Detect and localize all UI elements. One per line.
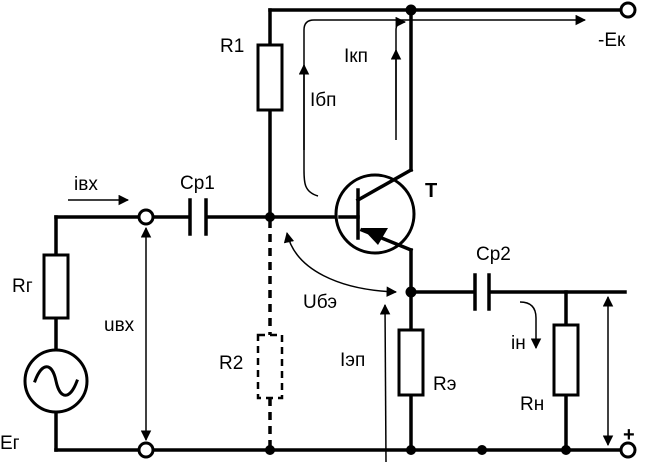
transistor-t [334,167,416,255]
label-in: iн [511,333,526,354]
label-ube: Uбэ [303,292,337,313]
label-ibp: Iбп [310,90,336,111]
label-transistor: T [425,180,437,202]
label-r1: R1 [220,36,244,57]
label-iep: Iэп [340,350,365,371]
annotation-arrows [68,14,614,463]
label-eg: Eг [0,433,20,454]
rn-resistor [552,323,580,397]
input-terminal-bottom [137,441,155,459]
label-re: Rэ [433,374,456,395]
sine-wave-icon [33,365,79,397]
r1-resistor [256,43,284,112]
rg-resistor [42,253,70,320]
label-rg: Rг [12,276,33,297]
label-cp1: Cp1 [180,173,215,194]
label-rn: Rн [520,394,544,415]
label-ivx: iвх [74,174,98,195]
cp1-capacitor [188,198,208,236]
ek-terminal [619,1,637,19]
re-resistor [397,328,425,397]
junction-dots [265,4,571,455]
r2-resistor-dashed [256,333,284,400]
label-r2: R2 [219,353,243,374]
label-plus: + [623,424,635,446]
generator-source [23,348,89,414]
input-terminal-top [137,208,155,226]
label-cp2: Cp2 [476,244,511,265]
label-ikp: Iкп [344,46,368,67]
plus-terminal [619,441,637,459]
label-uvx: uвх [104,315,135,336]
label-ek: -Eк [598,30,626,51]
cp2-capacitor [473,273,491,311]
